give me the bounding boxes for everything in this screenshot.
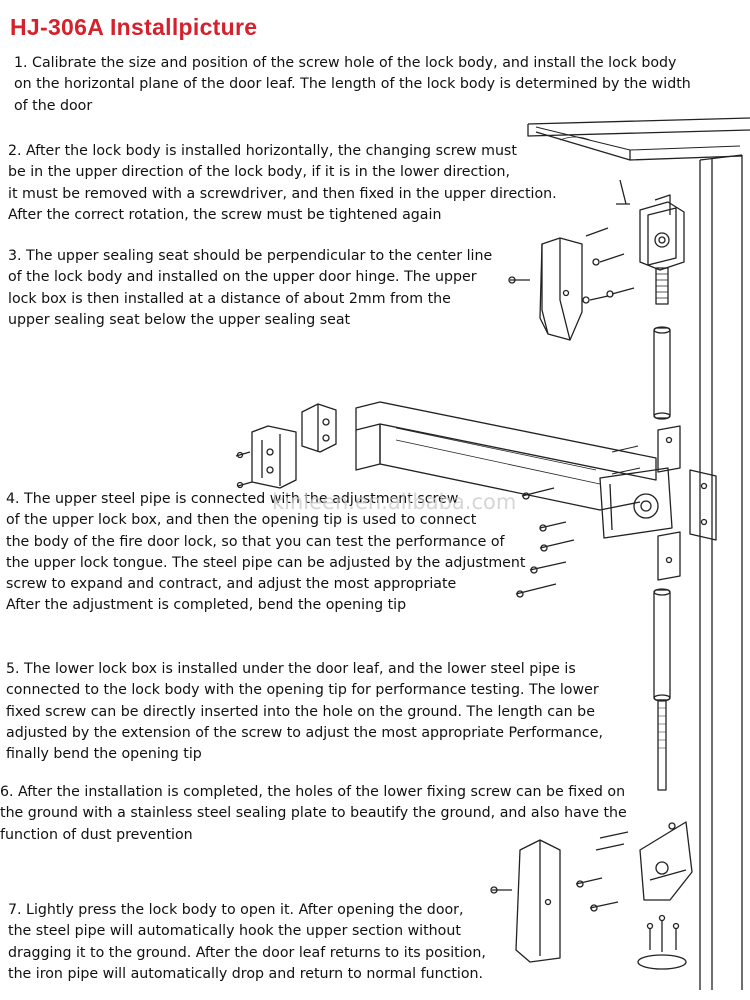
lower-sealing-seat [515,839,561,963]
step-4-text: 4. The upper steel pipe is connected wit… [6,491,526,614]
lock-hinge-plates [657,425,681,581]
door-jamb [699,154,743,990]
upper-sealing-seat [539,237,583,341]
lower-steel-pipe [653,588,671,791]
screws-lower [490,831,629,912]
step-5-text: 5. The lower lock box is installed under… [6,661,603,763]
step-6-text: 6. After the installation is completed, … [0,784,627,843]
floor-sealing-plate [637,914,687,970]
step-7-text: 7. Lightly press the lock body to open i… [8,902,486,982]
step-2-text: 2. After the lock body is installed hori… [8,143,557,223]
lower-lock-box [639,821,693,901]
strike-plate [689,469,717,541]
lock-mechanism [599,467,673,539]
watermark: kinleen.en.alibaba.com [272,490,517,514]
step-1-text: 1. Calibrate the size and position of th… [14,55,691,114]
screws-upper [508,179,635,304]
page-title: HJ-306A Installpicture [10,14,258,40]
screws-middle [515,445,641,598]
angle-brackets [235,403,337,489]
door-frame-header [527,117,750,161]
lock-body [355,401,657,511]
upper-lock-box [639,194,685,305]
step-3-text: 3. The upper sealing seat should be perp… [8,248,493,328]
upper-steel-pipe [653,326,671,420]
